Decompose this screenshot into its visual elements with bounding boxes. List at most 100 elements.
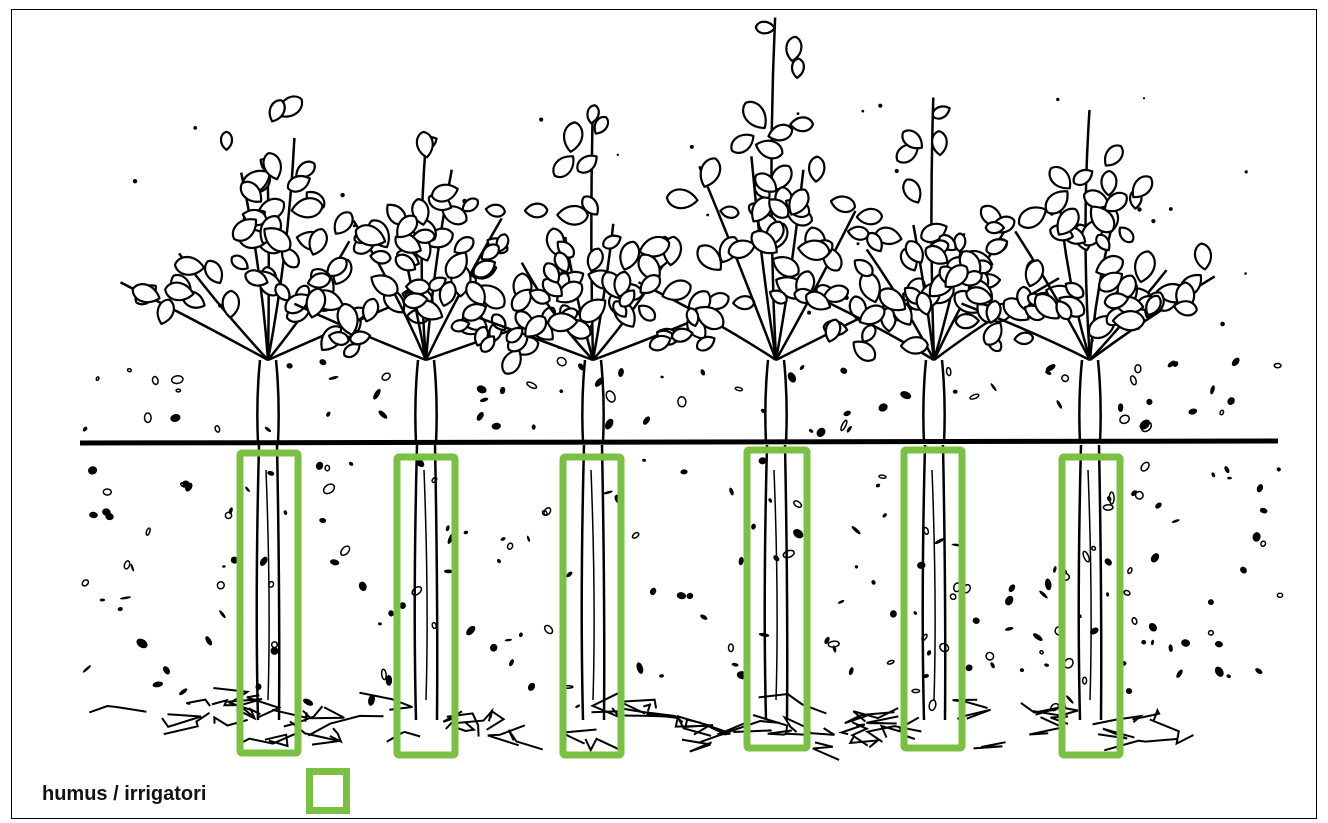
soil-particle-icon	[1175, 668, 1184, 678]
soil-particle-icon	[130, 563, 135, 572]
soil-particle-icon	[659, 674, 664, 678]
soil-particle-icon	[1207, 599, 1214, 606]
soil-particle-icon	[103, 489, 111, 495]
soil-particle-icon	[144, 413, 151, 422]
soil-particle-icon	[162, 665, 172, 676]
soil-particle-icon	[912, 689, 920, 692]
leaf-icon	[901, 337, 928, 354]
soil-particle-icon	[861, 110, 864, 113]
soil-particle-icon	[690, 145, 694, 149]
soil-particle-icon	[82, 426, 88, 433]
leaf-icon	[659, 277, 694, 305]
leaf-icon	[1116, 224, 1137, 245]
soil-particle-icon	[339, 545, 351, 557]
leaf-icon	[222, 291, 239, 318]
soil-particle-icon	[123, 560, 130, 569]
root-icon	[89, 706, 146, 712]
leaf-icon	[857, 209, 883, 225]
soil-particle-icon	[1007, 583, 1016, 593]
tree-icon	[436, 104, 754, 720]
root-icon	[842, 725, 866, 735]
soil-particle-icon	[1260, 540, 1266, 547]
soil-particle-icon	[340, 193, 344, 197]
soil-particle-icon	[1003, 594, 1015, 607]
soil-particle-icon	[328, 375, 339, 381]
soil-particle-icon	[258, 555, 269, 567]
soil-particle-icon	[507, 542, 514, 550]
root-icon	[265, 735, 288, 746]
tree-icon	[940, 110, 1215, 720]
soil-particle-icon	[882, 512, 888, 518]
soil-particle-icon	[686, 592, 694, 600]
soil-particle-icon	[463, 530, 468, 534]
soil-particle-icon	[178, 687, 188, 696]
soil-particle-icon	[1219, 410, 1224, 415]
soil-particle-icon	[843, 410, 852, 418]
root-icon	[974, 742, 1006, 748]
soil-particle-icon	[1149, 552, 1161, 564]
soil-particle-icon	[1169, 207, 1173, 211]
root-icon	[867, 726, 921, 742]
root-icon	[1098, 729, 1134, 739]
soil-particle-icon	[193, 126, 197, 130]
soil-particle-icon	[575, 704, 581, 709]
soil-particle-icon	[381, 669, 387, 680]
soil-particle-icon	[641, 415, 651, 426]
leaf-icon	[900, 176, 925, 206]
soil-particle-icon	[1220, 322, 1225, 327]
soil-particle-icon	[1277, 593, 1282, 597]
soil-particle-icon	[1143, 97, 1145, 99]
soil-particle-icon	[1044, 663, 1050, 667]
soil-particle-icon	[1244, 272, 1247, 275]
soil-particle-icon	[840, 420, 848, 432]
leaf-icon	[221, 132, 232, 150]
soil-particle-icon	[731, 662, 739, 667]
soil-particle-icon	[631, 532, 639, 540]
root-icon	[1104, 739, 1178, 750]
soil-particle-icon	[445, 525, 450, 532]
soil-particle-icon	[815, 426, 828, 439]
soil-particle-icon	[989, 662, 995, 670]
soil-particle-icon	[953, 389, 958, 393]
soil-particle-icon	[887, 660, 894, 665]
root-icon	[509, 730, 543, 750]
leaf-icon	[1193, 242, 1212, 270]
soil-particle-icon	[504, 638, 512, 641]
root-icon	[359, 693, 412, 710]
soil-particle-icon	[965, 663, 974, 672]
soil-particle-icon	[1056, 98, 1059, 101]
soil-particle-icon	[222, 565, 226, 568]
soil-particle-icon	[526, 535, 530, 542]
soil-particle-icon	[135, 637, 150, 651]
soil-particle-icon	[1145, 398, 1154, 407]
soil-particle-icon	[318, 358, 327, 366]
root-icon	[643, 704, 651, 711]
soil-particle-icon	[895, 169, 899, 173]
soil-particle-icon	[100, 598, 106, 601]
soil-particle-icon	[543, 507, 552, 517]
leaf-icon	[557, 206, 588, 225]
soil-particle-icon	[1214, 640, 1223, 648]
soil-particle-icon	[1151, 639, 1155, 645]
soil-particle-icon	[617, 368, 624, 378]
soil-particle-icon	[381, 372, 392, 382]
soil-particle-icon	[556, 356, 568, 367]
leaf-icon	[756, 21, 776, 34]
soil-particle-icon	[946, 367, 951, 376]
soil-particle-icon	[378, 622, 382, 625]
soil-particle-icon	[782, 549, 795, 559]
leaf-icon	[201, 258, 226, 287]
soil-particle-icon	[1139, 461, 1150, 473]
soil-particle-icon	[913, 610, 918, 615]
soil-particle-icon	[676, 591, 687, 600]
legend-label: humus / irrigatori	[42, 783, 206, 806]
soil-particle-icon	[489, 643, 499, 653]
root-icon	[682, 740, 712, 752]
soil-particle-icon	[357, 580, 368, 592]
root-icon	[186, 700, 210, 706]
soil-particle-icon	[649, 587, 658, 596]
soil-particle-icon	[559, 389, 564, 394]
leaf-icon	[790, 117, 813, 131]
leaf-icon	[525, 203, 548, 217]
